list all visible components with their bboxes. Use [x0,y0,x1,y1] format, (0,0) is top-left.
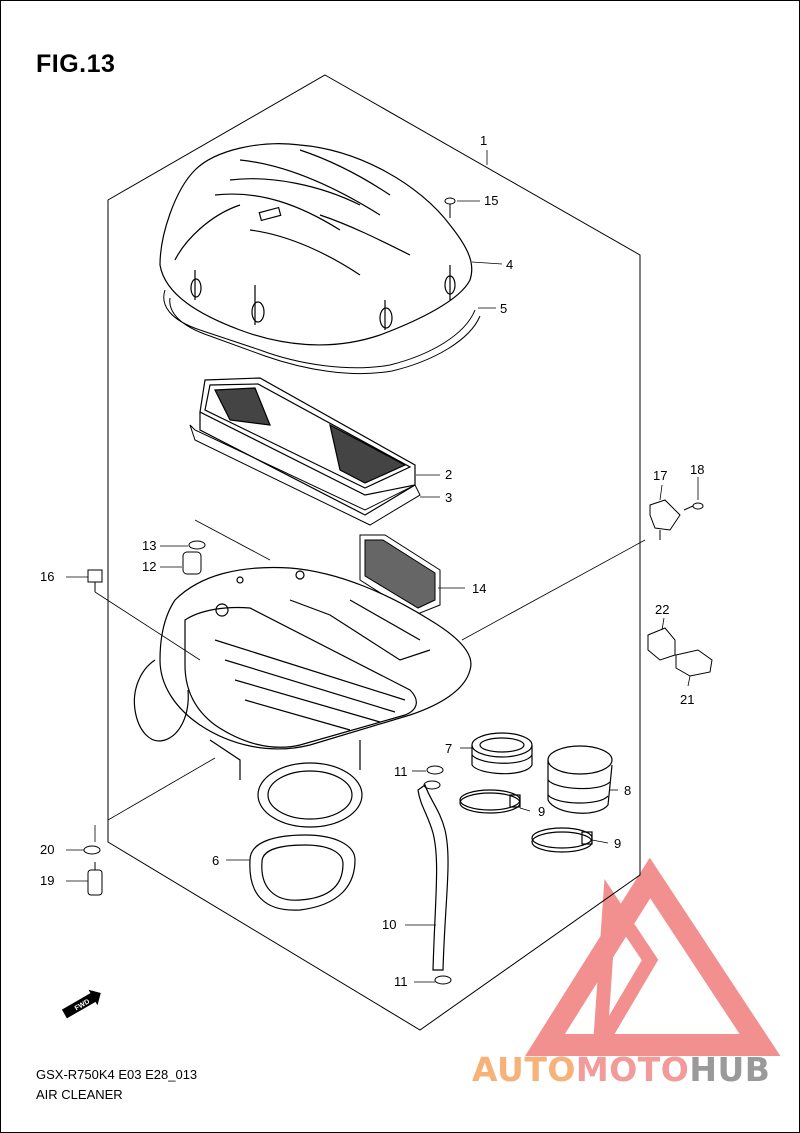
drain-plug-cap [188,540,206,550]
callout-7: 7 [445,741,453,756]
callout-19: 19 [40,873,55,888]
air-cleaner-case [133,566,472,828]
hose-clip-lower [434,975,452,985]
watermark-moto: MOTO [575,1050,690,1089]
hose-clamp-lower [531,827,593,853]
drain-plug [182,551,202,575]
connector-terminal [675,649,713,677]
callout-17: 17 [653,468,668,483]
callout-1: 1 [480,133,488,148]
callout-12: 12 [142,559,157,574]
callout-18: 18 [690,462,705,477]
callout-11-lower: 11 [394,974,408,989]
callout-22: 22 [655,602,670,617]
callout-8: 8 [624,783,632,798]
hose-clamp-upper [459,789,521,814]
callout-13: 13 [142,538,157,553]
filter-seal [189,424,421,526]
watermark-hub: HUB [689,1050,771,1089]
figure-title: FIG.13 [36,50,116,78]
small-screen-filter [359,534,441,616]
intake-duct-small [471,732,533,775]
callout-16: 16 [40,569,55,584]
callout-20: 20 [40,842,55,857]
forward-direction-arrow: FWD [61,989,101,1019]
air-cleaner-cap [159,143,473,346]
case-bolt [87,569,103,592]
air-temp-sensor [649,499,681,540]
assembly-outline [107,74,641,1031]
cap-seal-gasket [163,289,481,375]
callout-21: 21 [680,692,695,707]
pressure-sensor [87,862,103,896]
callout-11-upper: 11 [394,764,408,779]
watermark-logo-mark [525,857,781,1056]
callout-10: 10 [382,917,397,932]
callout-9-lower: 9 [614,836,622,851]
callout-3: 3 [445,490,453,505]
callout-15: 15 [484,193,499,208]
callout-2: 2 [445,467,453,482]
callout-9-upper: 9 [538,804,546,819]
drain-hose-end [423,780,441,790]
watermark-auto: AUTO [472,1050,576,1089]
connector-housing [647,627,676,661]
sensor-oring [83,845,101,855]
watermark-text: AUTOMOTOHUB [472,1050,770,1089]
sensor-screw [683,502,704,511]
assembly-name: AIR CLEANER [36,1087,123,1102]
intake-duct-large [547,745,613,814]
fwd-label: FWD [74,998,91,1012]
drain-hose [417,784,449,971]
callout-4: 4 [506,257,514,272]
callout-14: 14 [472,581,487,596]
callout-5: 5 [500,301,508,316]
callout-6: 6 [212,853,220,868]
leader-lines [66,150,699,983]
hose-clip-upper [426,765,444,775]
cap-screw [444,197,456,218]
filter-element [199,377,416,516]
model-code: GSX-R750K4 E03 E28_013 [36,1067,198,1082]
intake-seal-ring [249,834,356,911]
